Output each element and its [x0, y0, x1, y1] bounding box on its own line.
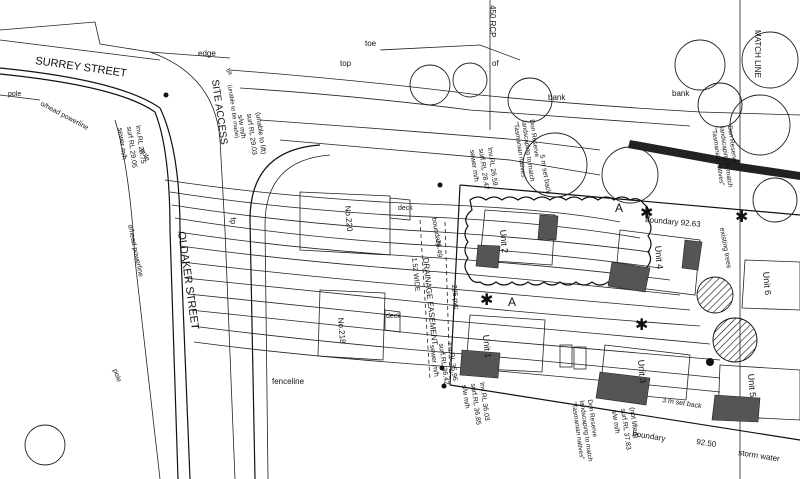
fp-label: fp [228, 217, 238, 226]
existing-structure-bar [628, 140, 740, 168]
house-no218 [317, 289, 401, 361]
drainage-value-label: 36.49 [434, 239, 443, 257]
svg-text:sewer m/h: sewer m/h [468, 149, 479, 182]
deck-label-2: deck [386, 313, 401, 320]
match-line-label: MATCH LINE [753, 30, 762, 78]
unit-4-shape [607, 229, 703, 296]
boundary-bottom-value: 92.50 [696, 437, 718, 449]
toe-label: toe [365, 39, 377, 48]
existing-trees-label: existing trees [718, 227, 732, 269]
svg-text:✱: ✱ [480, 292, 493, 309]
unit-3-shape [595, 344, 691, 406]
unit-3-label: Unit 3 [636, 359, 648, 383]
driveway-curve [249, 144, 321, 479]
bank-lines [229, 0, 800, 479]
surrey-street-lines [0, 21, 231, 113]
pole-label-3: pole [111, 368, 122, 383]
svg-text:sewer m/h: sewer m/h [428, 344, 439, 377]
unit-2-label: Unit 2 [498, 229, 510, 253]
existing-structure-bar-2 [718, 160, 800, 180]
svg-text:(not lifted): (not lifted) [628, 407, 639, 439]
easement-line-2 [444, 221, 451, 383]
svg-text:s/w m/h: s/w m/h [236, 114, 246, 139]
oldaker-street-lines [114, 51, 236, 479]
bit-label: bit [224, 68, 233, 77]
site-access-label: SITE ACCESS [209, 79, 229, 146]
trees [24, 31, 799, 466]
of-label: of [492, 59, 499, 68]
setback-label: 3 m set back [662, 397, 703, 410]
svg-text:✱: ✱ [635, 317, 648, 334]
svg-text:sewer m/h: sewer m/h [116, 127, 127, 160]
powerline-label-1: o/head powerline [39, 101, 89, 132]
house-no220 [299, 191, 411, 256]
unit-2-shape [475, 209, 559, 269]
easement-line [419, 219, 431, 381]
sewer-note-2: s/w m/h surf RL 29.03 (unable to lift) [236, 112, 267, 156]
sewer-note-4: sewer m/h surf.RL 36.42 Inv.RL 35.96 [428, 342, 458, 386]
svg-text:✱: ✱ [640, 205, 653, 222]
setback-label-2: 5 m set back [538, 154, 552, 195]
parking-bays [559, 344, 587, 370]
contour-lines [164, 179, 721, 393]
existing-tree-hatched-1 [696, 276, 734, 314]
deck-label-1: deck [398, 205, 413, 212]
drainage-width-label: 1.52 WIDE [410, 257, 421, 292]
svg-text:s/w m/h: s/w m/h [610, 409, 620, 434]
unit-5-label: Unit 5 [746, 373, 758, 397]
manholes [163, 92, 714, 389]
marker-a-1: A [615, 201, 623, 215]
sewer-note-5: s/w m/h surf.RL 36.85 Inv.RL 36.03 [460, 382, 490, 426]
sewer-note-1: sewer m/h surf RL 29.05 Inv.RL 25.75 [116, 125, 146, 169]
shrubs: ✱ ✱ ✱ ✱ [480, 205, 748, 334]
no220-label: No.220 [343, 205, 354, 232]
fenceline-label: fenceline [272, 377, 305, 386]
unit-1-shape [459, 314, 546, 379]
top-label: top [340, 59, 352, 68]
unit-6-label: Unit 6 [761, 271, 773, 295]
unit-5-shape [711, 364, 800, 423]
pipe-label: 225 pvc [450, 284, 460, 310]
boundary-bottom [449, 384, 800, 441]
no218-label: No.218 [336, 317, 347, 344]
unit-6-shape [741, 259, 800, 311]
sewer-note-3: sewer m/h surf.RL 28.47 Inv.RL 26.59 [468, 147, 498, 191]
landscaping-note-2: "Tasmanian natives" landscaping to match… [710, 125, 738, 188]
powerline-label-2: o/head powerline [126, 224, 144, 278]
bank-label-1: bank [548, 93, 566, 102]
rcp-label: 450 RCP [488, 5, 497, 37]
pole-label-1: pole [8, 91, 21, 98]
svg-text:s/w m/h: s/w m/h [460, 384, 470, 409]
unit-4-label: Unit 4 [653, 245, 665, 269]
landscaping-note-3: "Tasmanian natives" landscaping to match… [570, 399, 598, 462]
driveway-curve-inner [264, 154, 331, 479]
boundary-top-label: boundary 92.63 [645, 215, 702, 229]
oldaker-street-label: OLDAKER STREET [175, 231, 201, 331]
sewer-note-6: s/w m/h surf.RL 37.83 (not lifted) [610, 407, 639, 451]
edge-label: edge [198, 49, 216, 58]
drainage-easement-label: DRAINAGE EASEMENT [421, 257, 439, 346]
boundary-left [449, 184, 461, 386]
surrey-street-label: SURREY STREET [35, 55, 128, 80]
unit-1-label: Unit 1 [481, 334, 493, 358]
svg-text:✱: ✱ [735, 209, 748, 226]
landscaping-note-1: "Tasmanian natives" landscaping to match… [512, 119, 540, 182]
storm-water-label: storm water [738, 448, 781, 463]
existing-tree-hatched-2 [712, 317, 758, 363]
marker-a-2: A [508, 295, 516, 309]
bank-label-2: bank [672, 89, 690, 98]
